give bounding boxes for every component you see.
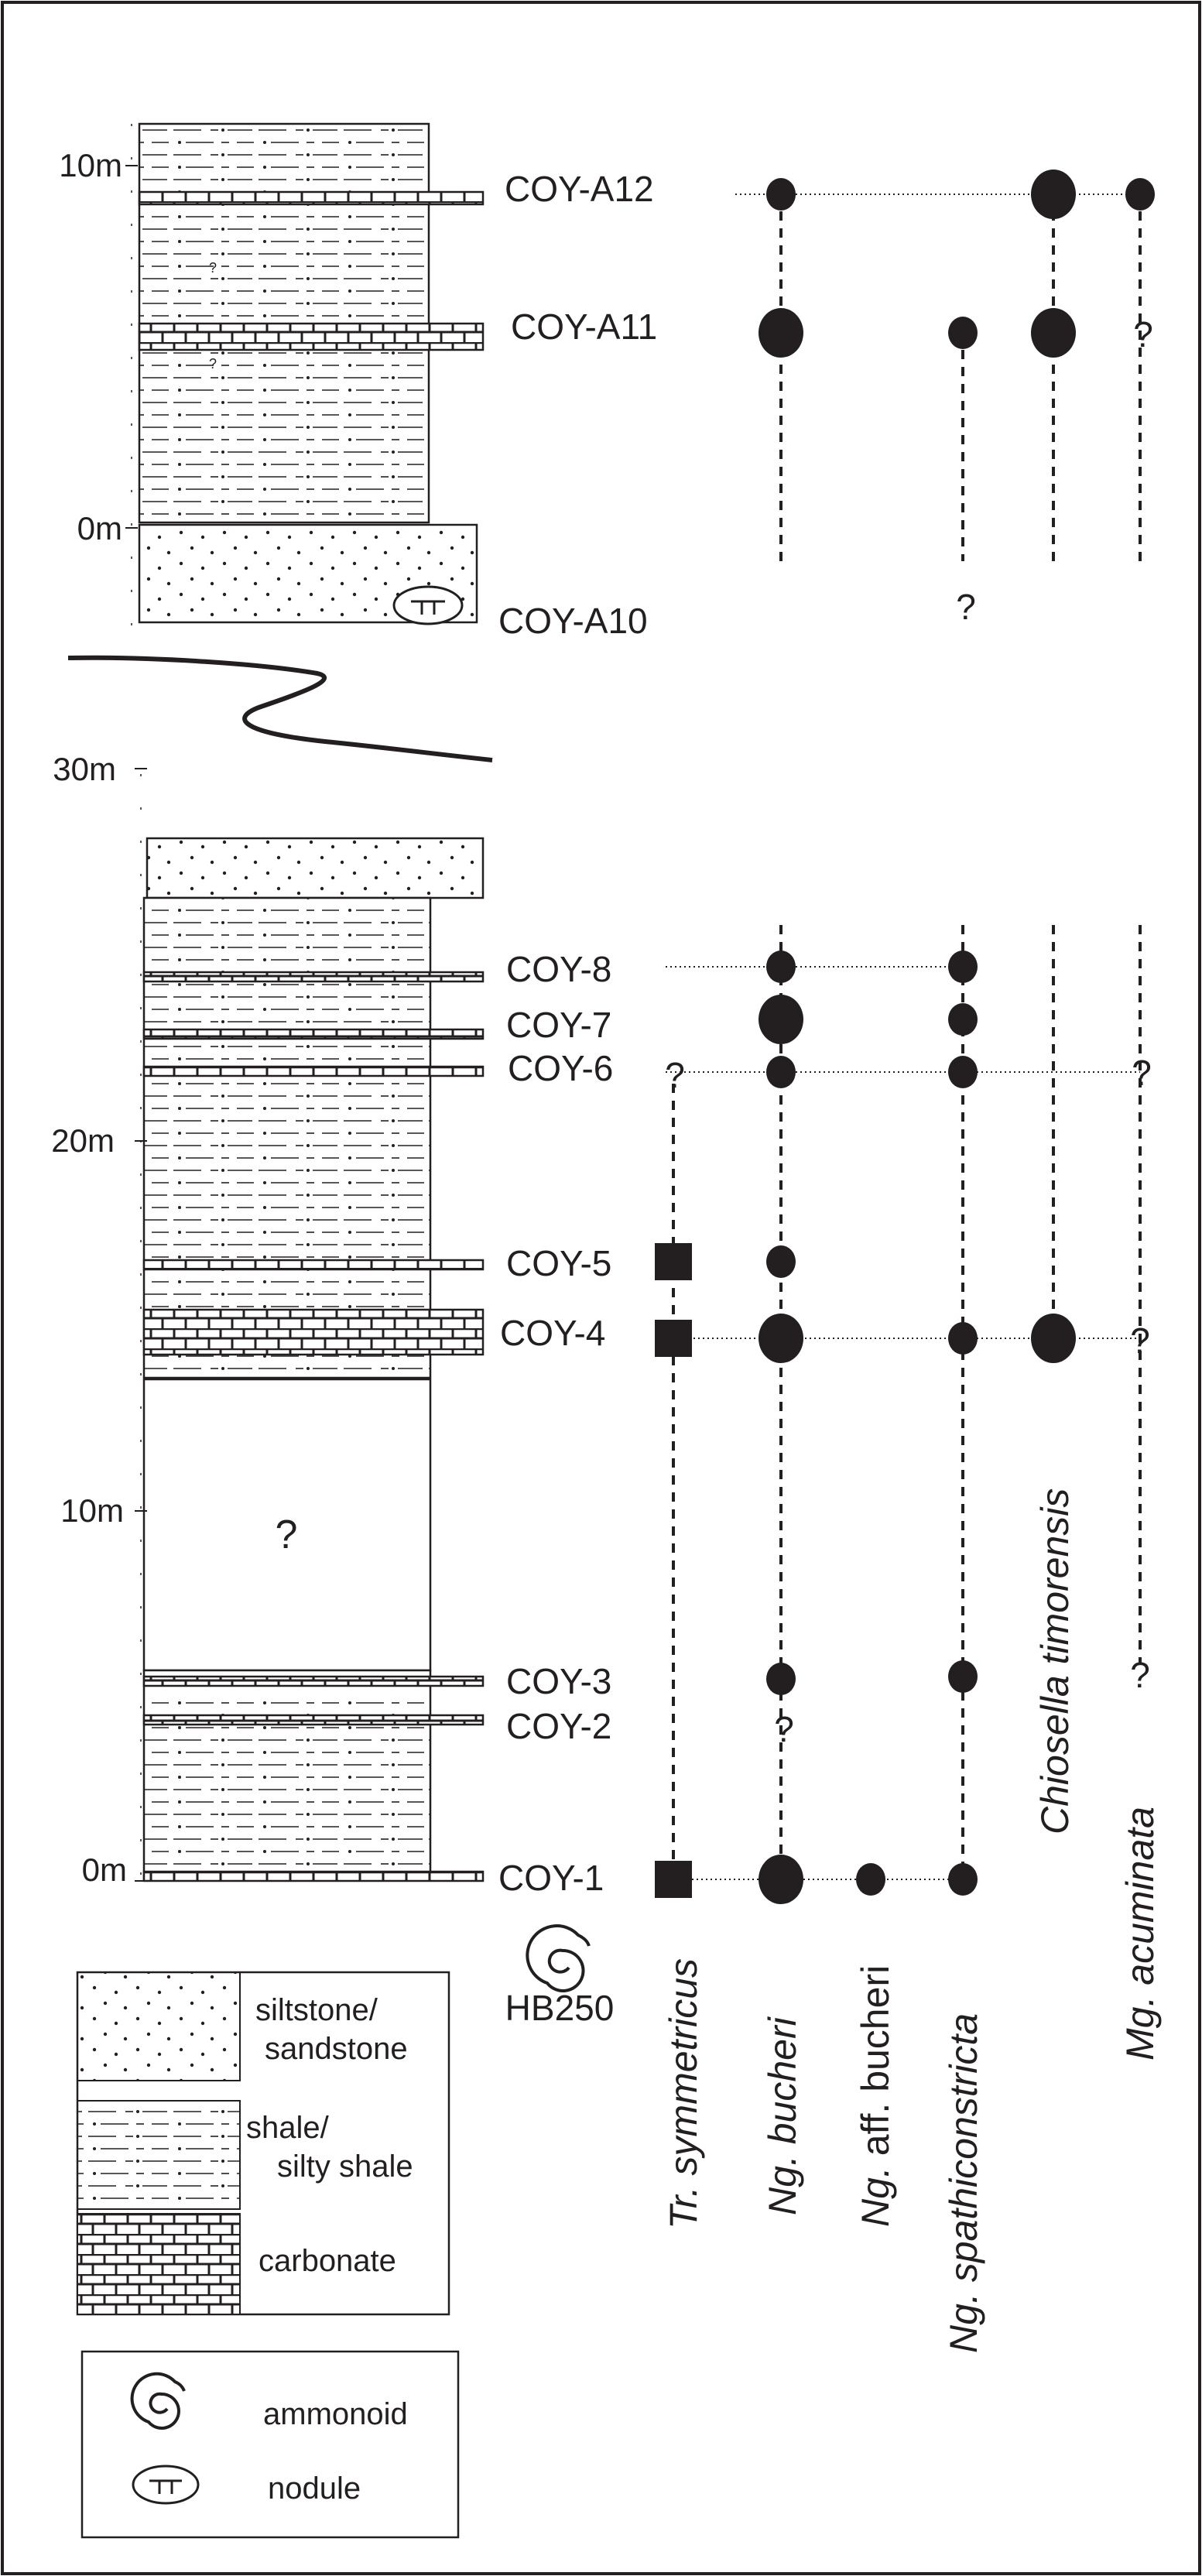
upper-section-column: ? ? xyxy=(138,122,485,625)
taxon-label-chiosella-timorensis: Chiosella timorensis xyxy=(1033,1488,1077,1834)
occurrence-dot xyxy=(759,308,803,358)
uncertain-mark: ? xyxy=(1130,1321,1150,1361)
legend-sandstone-label: sandstone xyxy=(265,2032,408,2066)
lower-scale-axis: 30m 20m 10m 0m xyxy=(51,751,147,1888)
lower-scale-label-20m: 20m xyxy=(51,1122,115,1159)
taxon-label-tr-symmetricus: Tr. symmetricus xyxy=(662,1958,705,2229)
uncertain-mark: ? xyxy=(665,1055,685,1095)
section-break-line xyxy=(67,655,493,762)
occurrence-dot xyxy=(948,1003,978,1036)
occurrence-square xyxy=(655,1861,692,1898)
sample-label-coy-8: COY-8 xyxy=(506,949,611,989)
legend-siltstone-swatch xyxy=(77,1971,241,2081)
legend-nodule-label: nodule xyxy=(268,2472,361,2506)
occurrence-dot xyxy=(759,1855,803,1904)
upper-occurrences xyxy=(759,170,1155,358)
uncertain-mark: ? xyxy=(1132,1053,1152,1093)
sample-label-coy-2: COY-2 xyxy=(506,1706,611,1746)
lithology-legend: siltstone/ sandstone shale/ silty shale … xyxy=(76,1971,450,2316)
occurrence-dot xyxy=(759,1314,803,1363)
upper-range-lines xyxy=(779,194,1142,561)
lower-scale-label-10m: 10m xyxy=(60,1492,124,1529)
sample-label-coy-1: COY-1 xyxy=(498,1858,604,1898)
sample-label-coy-a12: COY-A12 xyxy=(505,169,654,209)
sample-label-coy-5: COY-5 xyxy=(506,1243,611,1283)
taxon-label-mg-acuminata: Mg. acuminata xyxy=(1118,1807,1162,2060)
lower-scale-label-30m: 30m xyxy=(53,751,116,787)
occurrence-dot xyxy=(948,951,978,983)
taxon-label-ng-spathiconstricta: Ng. spathiconstricta xyxy=(942,2013,985,2353)
legend-nodule-icon xyxy=(132,2465,200,2505)
ammonoid-icon xyxy=(526,1924,591,1992)
sample-label-coy-7: COY-7 xyxy=(506,1005,611,1045)
occurrence-dot xyxy=(1031,170,1076,219)
occurrence-dot xyxy=(766,1056,796,1088)
occurrence-square xyxy=(655,1243,692,1280)
upper-scale-axis: 10m 0m xyxy=(59,124,138,630)
ammonoid-sample-label: HB250 xyxy=(505,1988,615,2028)
occurrence-dot xyxy=(766,1245,796,1278)
lower-occurrences xyxy=(655,951,1076,1904)
occurrence-dot xyxy=(948,1660,978,1693)
legend-shale-swatch xyxy=(77,2100,241,2210)
occurrence-dot xyxy=(948,1863,978,1896)
upper-scale-label-0m: 0m xyxy=(77,510,122,546)
unknown-interval-mark: ? xyxy=(276,1512,298,1557)
legend-ammonoid-label: ammonoid xyxy=(263,2397,408,2431)
occurrence-dot xyxy=(766,951,796,983)
occurrence-dot xyxy=(1031,308,1076,358)
occurrence-square xyxy=(655,1320,692,1357)
legend-ammonoid-icon xyxy=(130,2372,186,2430)
occurrence-dot xyxy=(856,1863,885,1896)
legend-carbonate-swatch xyxy=(77,2213,241,2315)
occurrence-dot xyxy=(766,178,796,211)
nodule-icon xyxy=(392,585,464,625)
sample-label-coy-4: COY-4 xyxy=(500,1313,605,1353)
occurrence-dot xyxy=(1125,178,1155,211)
column-uncertain-mark: ? xyxy=(209,356,217,372)
legend-carbonate-label: carbonate xyxy=(259,2244,396,2278)
occurrence-dot xyxy=(948,1056,978,1088)
column-uncertain-mark: ? xyxy=(209,260,217,276)
occurrence-dot xyxy=(766,1663,796,1695)
legend-siltstone-label: siltstone/ xyxy=(255,1993,378,2027)
sample-label-coy-a10: COY-A10 xyxy=(498,601,648,641)
uncertain-mark: ? xyxy=(774,1709,794,1749)
lower-section-column xyxy=(142,837,485,1882)
sample-label-coy-3: COY-3 xyxy=(506,1661,611,1701)
occurrence-dot xyxy=(1031,1314,1076,1363)
upper-scale-label-10m: 10m xyxy=(59,147,122,183)
occurrence-dot xyxy=(948,317,978,349)
lower-scale-label-0m: 0m xyxy=(82,1852,127,1888)
uncertain-mark: ? xyxy=(956,587,976,627)
sample-label-coy-6: COY-6 xyxy=(508,1048,613,1088)
occurrence-dot xyxy=(759,995,803,1044)
symbol-legend: ammonoid nodule xyxy=(80,2350,460,2539)
sample-label-coy-a11: COY-A11 xyxy=(511,307,657,347)
occurrence-dot xyxy=(948,1322,978,1355)
legend-silty-shale-label: silty shale xyxy=(277,2150,413,2184)
taxon-label-ng-aff-bucheri: Ng. aff. bucheri xyxy=(854,1965,897,2227)
uncertain-mark: ? xyxy=(1130,1655,1150,1695)
uncertain-mark: ? xyxy=(1133,314,1153,355)
legend-shale-label: shale/ xyxy=(246,2111,330,2145)
taxon-label-ng-bucheri: Ng. bucheri xyxy=(761,2016,804,2215)
